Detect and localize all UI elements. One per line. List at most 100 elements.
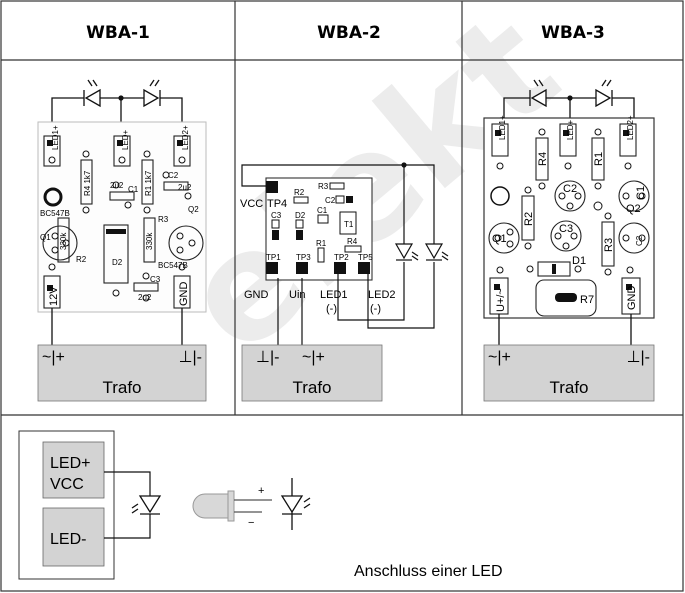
led-component: + − (192, 485, 272, 529)
wba3-label-led2: LED2+ (626, 115, 635, 140)
header-wba2: WBA-2 (317, 23, 381, 43)
wba1-label-r4: R4 1k7 (83, 170, 92, 196)
wba1-label-c2: C2 (168, 171, 179, 180)
wba1-label-r3: R3 (158, 215, 169, 224)
wba3-label-led1: LED1+ (498, 115, 507, 140)
wba1-label-r2: R2 (76, 255, 87, 264)
wba1-label-2u2-c: 2u2 (138, 293, 152, 302)
wba1-trafo-left: ~|+ (42, 349, 65, 366)
wba1-terminal-12v: 12V (48, 286, 60, 306)
wba3-trafo-label: Trafo (549, 378, 588, 397)
wba1-label-bc547b-a: BC547B (40, 209, 70, 218)
wba1-trafo (37, 344, 207, 402)
led-minus-sign: − (248, 517, 254, 529)
wba3-pcb (483, 117, 655, 319)
wba2-part-c3: C3 (271, 211, 282, 220)
wba2-label-led2-minus: (-) (370, 303, 381, 315)
wba2-trafo-left: ⊥|- (256, 349, 279, 366)
led-connection-section: LED+ VCC LED- + − Anschluss einer LED (18, 430, 503, 580)
wba1-terminal-gnd: GND (178, 282, 190, 307)
wba3-part-r1: R1 (593, 152, 605, 166)
wba1-label-c3: C3 (150, 275, 161, 284)
wba2-trafo (241, 344, 383, 402)
wba1-label-led2: LED2+ (181, 125, 190, 150)
wba2-label-led1: LED1 (320, 289, 348, 301)
wba2-part-r1: R1 (316, 239, 327, 248)
led-plus-sign: + (258, 485, 264, 497)
wba3-led-left (529, 79, 547, 108)
wba2-pad-tp4: TP4 (267, 198, 287, 210)
wba2-pad-tp3: TP3 (296, 253, 311, 262)
wba3-part-r7: R7 (580, 294, 594, 306)
wba3-trafo-left: ~|+ (488, 349, 511, 366)
wba3-part-q2: Q2 (626, 203, 641, 215)
wba2-label-gnd: GND (244, 289, 269, 301)
wba1-label-led: LED+ (121, 129, 130, 150)
header-wba3: WBA-3 (541, 23, 605, 43)
wba2-part-c2: C2 (325, 196, 336, 205)
wba3-part-q1: Q1 (492, 233, 507, 245)
label-led-plus: LED+ (50, 455, 90, 472)
wba1-label-q2: Q2 (188, 205, 199, 214)
led-plus-terminal (42, 441, 105, 499)
wba2-led2 (424, 243, 449, 261)
wba2-label-led1-minus: (-) (326, 303, 337, 315)
wba1-label-2u2-a: 2u2 (110, 181, 124, 190)
wba2-label-uin: Uin (289, 289, 306, 301)
wba2-pad-tp5: TP5 (358, 253, 373, 262)
wba1-trafo-label: Trafo (102, 378, 141, 397)
wba1-label-q1: Q1 (40, 233, 51, 242)
wba3-part-r2: R2 (523, 212, 535, 226)
wba2-label-led2: LED2 (368, 289, 396, 301)
wba3-part-r4: R4 (537, 152, 549, 166)
wba2-pad-vcc: VCC (240, 198, 263, 210)
led-symbol-vertical (280, 478, 311, 530)
wba3-led-right (595, 79, 613, 108)
caption-anschluss: Anschluss einer LED (354, 563, 503, 580)
wba2-part-r2: R2 (294, 188, 305, 197)
led-symbol (131, 495, 162, 515)
wba1-label-c1: C1 (128, 185, 139, 194)
wba3-part-d1: D1 (572, 255, 586, 267)
wba1-label-330k-a: 330k (59, 232, 68, 250)
wba3-label-led: LED+ (566, 119, 575, 140)
label-vcc: VCC (50, 476, 84, 493)
wba1-label-d2: D2 (112, 258, 123, 267)
wba3-part-c1: C1 (635, 186, 647, 200)
wba1-label-bc547b-b: BC547B (158, 261, 188, 270)
wba1-led-left (83, 79, 101, 108)
wba2-panel: VCC TP4 TP1 TP3 TP2 TP5 R2 R3 C2 C3 D2 C… (240, 162, 449, 402)
wba1-label-330k-b: 330k (145, 232, 154, 250)
label-led-minus: LED- (50, 531, 86, 548)
wba3-terminal-gnd: GND (626, 286, 638, 311)
wba2-part-r3: R3 (318, 182, 329, 191)
led-minus-terminal (42, 507, 105, 567)
wba3-part-c3: C3 (559, 223, 573, 235)
wba1-label-led1: LED1+ (51, 125, 60, 150)
wba3-terminal-u: U+/~ (495, 288, 507, 312)
wba1-pcb (37, 121, 207, 313)
wba2-part-d2: D2 (295, 211, 306, 220)
wba3-trafo (483, 344, 655, 402)
wba3-part-r3: R3 (603, 238, 615, 252)
wba1-label-r1: R1 1k7 (144, 170, 153, 196)
wba2-pad-tp2: TP2 (334, 253, 349, 262)
wba2-part-t1: T1 (344, 220, 354, 229)
header-wba1: WBA-1 (86, 23, 150, 43)
wba3-trafo-right: ⊥|- (627, 349, 650, 366)
wba1-led-right (143, 79, 161, 108)
wba2-trafo-right: ~|+ (302, 349, 325, 366)
wba1-label-2u2-b: 2u2 (178, 183, 192, 192)
wba2-trafo-label: Trafo (292, 378, 331, 397)
wba1-trafo-right: ⊥|- (179, 349, 202, 366)
wba3-part-c2: C2 (563, 183, 577, 195)
wba2-part-r4: R4 (347, 237, 358, 246)
wba1-panel: LED1+ LED+ LED2+ R4 1k7 R1 1k7 2u2 C1 C2… (37, 79, 207, 402)
wba2-part-c1: C1 (317, 206, 328, 215)
wba3-part-c2b: C2 (635, 235, 644, 246)
wba2-led1 (394, 243, 419, 261)
wba3-panel: LED1+ LED+ LED2+ R4 R1 C2 C1 Q2 R2 C3 Q1… (483, 79, 655, 402)
wba2-pad-tp1: TP1 (266, 253, 281, 262)
